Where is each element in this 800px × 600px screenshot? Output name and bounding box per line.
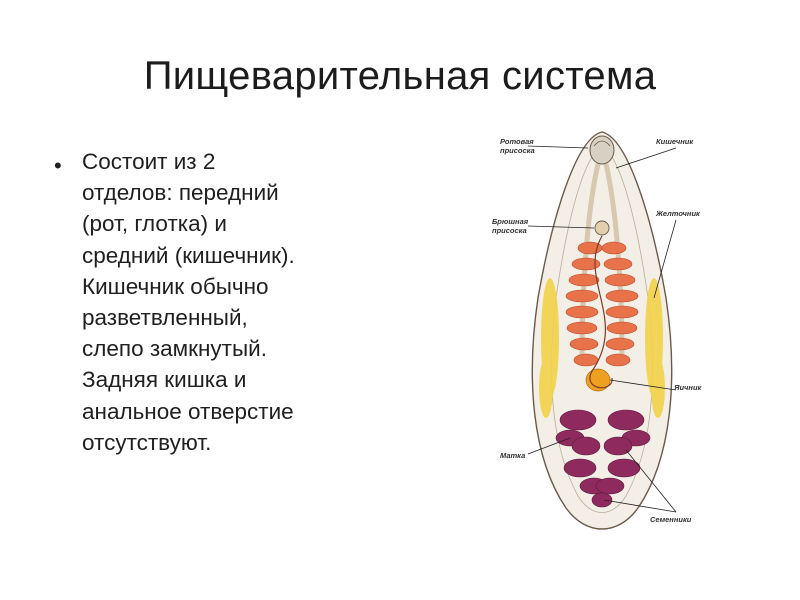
label-intestine: Кишечник [656,137,694,146]
bullet-marker: • [54,153,62,178]
fluke-anatomy-illustration: Ротовая присоска Кишечник Брюшная присос… [486,128,718,548]
fluke-body [531,131,673,530]
label-oral-sucker-2: присоска [500,146,535,155]
testes [555,409,651,508]
label-ventral-sucker-1: Брюшная [492,217,529,226]
intestine-branches [565,241,639,367]
label-oral-sucker-1: Ротовая [500,137,534,146]
label-pointers [527,145,677,513]
fluke-diagram-svg: Ротовая присоска Кишечник Брюшная присос… [492,131,703,530]
vitellarium-right [645,278,665,418]
label-uterus: Матка [500,451,525,460]
oral-sucker [589,135,615,165]
label-testes: Семенники [650,515,692,524]
slide-title: Пищеварительная система [143,54,657,98]
ventral-sucker [594,220,610,236]
label-ventral-sucker-2: присоска [492,226,527,235]
bullet-item-text: Состоит из 2 отделов: передний (рот, гло… [82,149,295,455]
vitellarium-left [539,278,559,418]
label-ovary: Яичник [673,383,703,392]
label-vitellarium: Желточник [655,209,701,218]
uterus [589,235,613,389]
